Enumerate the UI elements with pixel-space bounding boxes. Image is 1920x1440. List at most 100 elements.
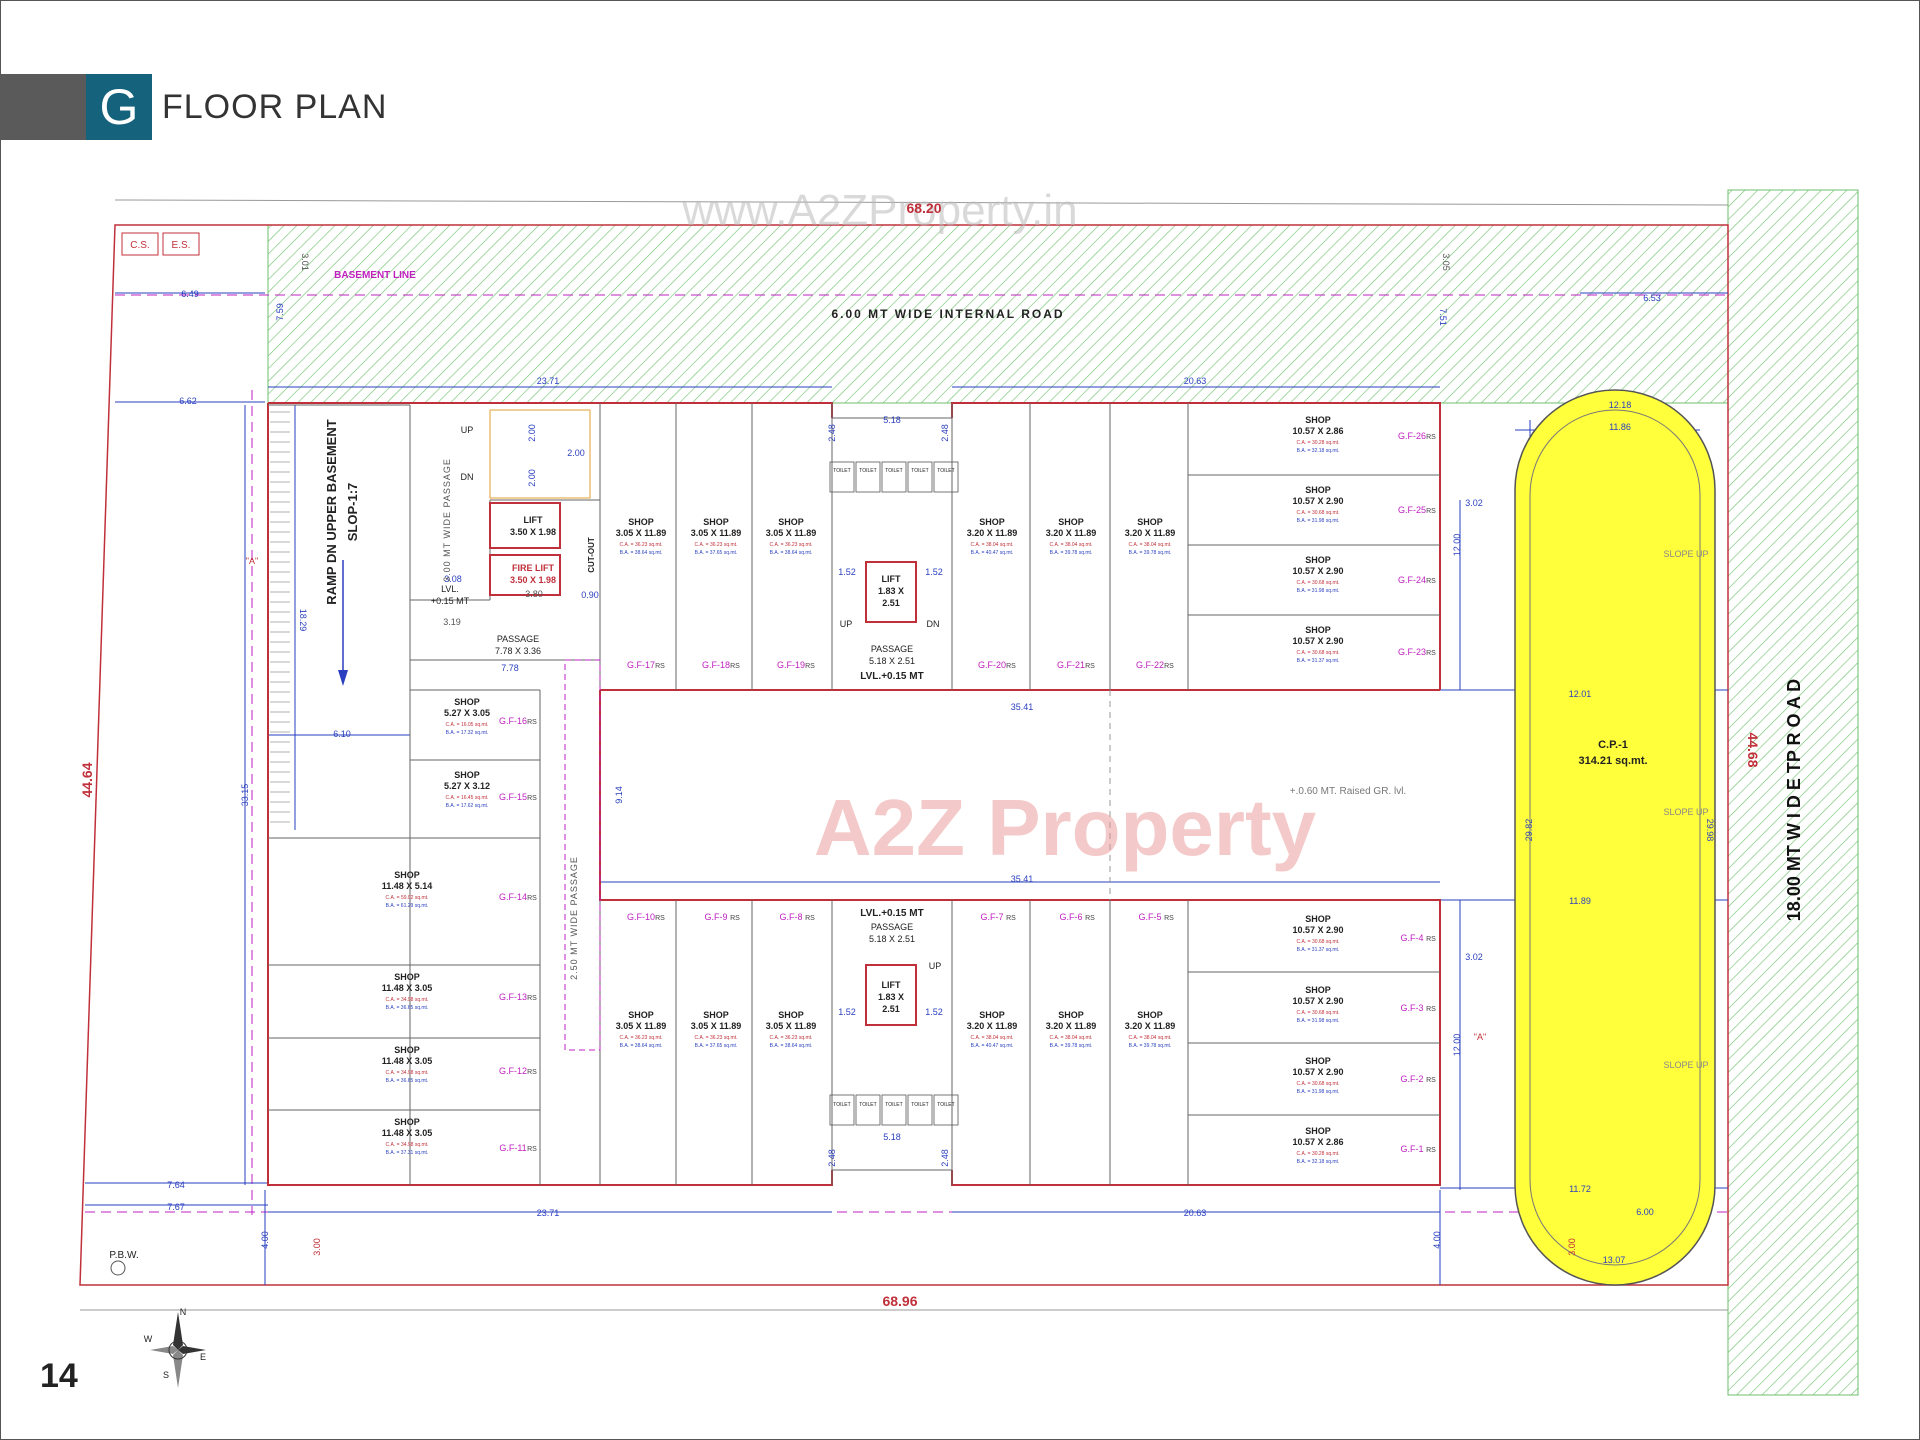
shop-rs: RS	[655, 915, 665, 922]
toilet-bottom: TOILET	[859, 1102, 876, 1108]
shop-rs: RS	[527, 795, 537, 802]
compass-n: N	[180, 1307, 187, 1317]
dim-1-52: 1.52	[838, 1007, 856, 1017]
shop-size: 3.20 X 11.89	[1046, 528, 1097, 538]
shop-ca: C.A. = 38.04 sq.mt.	[1129, 542, 1172, 548]
toilet-bottom: TOILET	[911, 1102, 928, 1108]
lift-top-size2: 2.51	[882, 598, 900, 608]
shop-rs: RS	[1426, 936, 1436, 943]
shop-ba: B.A. = 36.65 sq.mt.	[386, 1005, 429, 1011]
lift-bottom-size2: 2.51	[882, 1004, 900, 1014]
shop-id: G.F-11	[499, 1143, 526, 1153]
cs-box	[121, 232, 159, 256]
dim-6-10: 6.10	[333, 729, 351, 739]
compass-icon	[150, 1312, 206, 1388]
shop-rs: RS	[805, 663, 815, 670]
shop-ca: C.A. = 16.05 sq.mt.	[446, 722, 489, 728]
shop-ba: B.A. = 38.64 sq.mt.	[770, 550, 813, 556]
shop-id: G.F-3	[1400, 1003, 1423, 1013]
shop-ba: B.A. = 37.31 sq.mt.	[386, 1150, 429, 1156]
shop-size: 11.48 X 5.14	[382, 881, 433, 891]
cutout-label: CUT-OUT	[587, 537, 596, 573]
shop-id: G.F-6	[1059, 912, 1082, 922]
dim-12-01: 12.01	[1569, 689, 1592, 699]
shop-rs: RS	[527, 1069, 537, 1076]
toilet-bottom: TOILET	[885, 1102, 902, 1108]
shop-ba: B.A. = 17.32 sq.mt.	[446, 730, 489, 736]
internal-road-hatch	[267, 224, 1729, 404]
shop-id: G.F-25	[1398, 505, 1426, 515]
shop-rs: RS	[527, 995, 537, 1002]
shop-size: 10.57 X 2.86	[1292, 1137, 1343, 1147]
passage-bottom: PASSAGE	[871, 922, 913, 932]
internal-road-label: 6.00 MT WIDE INTERNAL ROAD	[831, 307, 1064, 321]
shop-size: 10.57 X 2.90	[1292, 566, 1343, 576]
shop-ca: C.A. = 36.23 sq.mt.	[620, 542, 663, 548]
shop-rs: RS	[1006, 915, 1016, 922]
shop-id: G.F-23	[1398, 647, 1426, 657]
shop-word: SHOP	[1305, 555, 1331, 565]
passage-left: PASSAGE	[497, 634, 539, 644]
shop-id: G.F-16	[499, 716, 527, 726]
shop-rs: RS	[1426, 1077, 1436, 1084]
dim-2-48: 2.48	[827, 424, 837, 442]
shop-id: G.F-4	[1400, 933, 1423, 943]
shop-ca: C.A. = 34.98 sq.mt.	[386, 1142, 429, 1148]
shop-id: G.F-22	[1136, 660, 1164, 670]
shop-size: 3.05 X 11.89	[691, 1021, 742, 1031]
header-badge: G	[86, 74, 152, 140]
site-boundary	[79, 224, 1729, 1286]
shop-size: 3.05 X 11.89	[766, 1021, 817, 1031]
dim-3-00: 3.00	[1567, 1238, 1577, 1256]
stair-dn-top: DN	[927, 619, 940, 629]
dim-2-00: 2.00	[567, 448, 585, 458]
shop-size: 10.57 X 2.90	[1292, 496, 1343, 506]
lift-bottom	[865, 964, 917, 1026]
shop-word: SHOP	[394, 1117, 420, 1127]
shop-word: SHOP	[1305, 1126, 1331, 1136]
shop-word: SHOP	[979, 1010, 1005, 1020]
shop-word: SHOP	[394, 1045, 420, 1055]
shop-ca: C.A. = 30.68 sq.mt.	[1297, 1010, 1340, 1016]
dim-2-00: 2.00	[527, 424, 537, 442]
shop-word: SHOP	[394, 870, 420, 880]
shop-rs: RS	[1426, 1147, 1436, 1154]
lift-left-size: 3.50 X 1.98	[510, 527, 556, 537]
passage-bottom-size: 5.18 X 2.51	[869, 934, 915, 944]
shop-word: SHOP	[1058, 1010, 1084, 1020]
shop-rs: RS	[1426, 508, 1436, 515]
shop-ba: B.A. = 39.78 sq.mt.	[1129, 1043, 1172, 1049]
watermark-logo: A2Z Property	[814, 783, 1317, 872]
dim-3-19: 3.19	[443, 617, 461, 627]
shop-size: 10.57 X 2.90	[1292, 996, 1343, 1006]
shop-id: G.F-7	[980, 912, 1003, 922]
shop-id: G.F-21	[1057, 660, 1085, 670]
shop-rs: RS	[655, 663, 665, 670]
shop-size: 10.57 X 2.90	[1292, 925, 1343, 935]
dim-3-00: 3.00	[312, 1238, 322, 1256]
section-marker-right: "A"	[1474, 1032, 1486, 1042]
shop-size: 10.57 X 2.90	[1292, 1067, 1343, 1077]
dim-3-01: 3.01	[300, 253, 310, 271]
wide-passage-3m: 3.00 MT WIDE PASSAGE	[442, 458, 452, 582]
shop-word: SHOP	[1058, 517, 1084, 527]
lvl-left: LVL.	[441, 584, 459, 594]
shop-word: SHOP	[979, 517, 1005, 527]
shop-word: SHOP	[628, 1010, 654, 1020]
shop-rs: RS	[730, 663, 740, 670]
shop-ba: B.A. = 32.18 sq.mt.	[1297, 448, 1340, 454]
shop-ba: B.A. = 38.64 sq.mt.	[770, 1043, 813, 1049]
shop-rs: RS	[527, 1146, 537, 1153]
dim-2-48: 2.48	[827, 1149, 837, 1167]
shop-id: G.F-24	[1398, 575, 1426, 585]
shop-ba: B.A. = 37.65 sq.mt.	[695, 1043, 738, 1049]
ramp-label: RAMP DN UPPER BASEMENT	[324, 419, 339, 604]
dim-29-82: 29.82	[1524, 819, 1534, 842]
toilet-top: TOILET	[937, 468, 954, 474]
